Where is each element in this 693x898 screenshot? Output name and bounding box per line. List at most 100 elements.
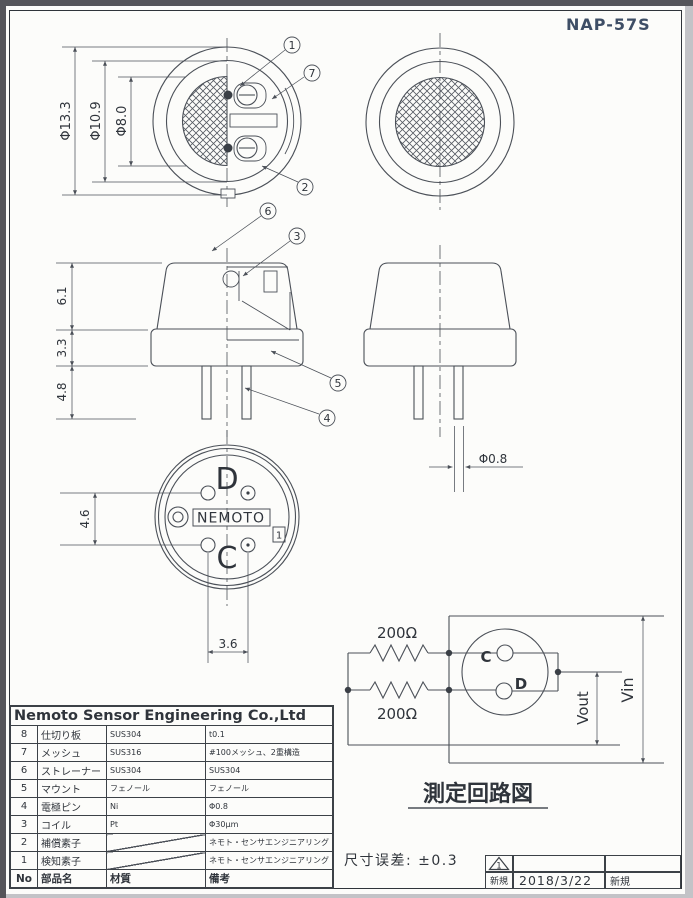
callout-3-balloon	[288, 227, 306, 245]
resistor-bottom-label: 200Ω	[377, 705, 417, 723]
part-material: フェノール	[106, 779, 206, 798]
part-no: 5	[9, 779, 38, 798]
part-material: SUS316	[106, 743, 206, 762]
part-no: 7	[9, 743, 38, 762]
dim-label-mesh-dia: Φ8.0	[115, 106, 130, 137]
dim-label-outer-dia: Φ13.3	[59, 101, 74, 140]
vin-label: Vin	[618, 677, 637, 702]
terminal-label-d: D	[215, 462, 238, 497]
part-number: NAP-57S	[566, 15, 651, 34]
callout-7-balloon	[303, 64, 321, 82]
junction-dot	[445, 686, 453, 694]
top-view-plain	[365, 33, 515, 210]
part-name: コイル	[37, 815, 107, 834]
part-name: 仕切り板	[37, 725, 107, 744]
table-row: Nemoto Sensor Engineering Co.,Ltd	[9, 705, 334, 726]
revision-date: 2018/3/22	[513, 872, 605, 889]
part-remarks: t0.1	[205, 725, 334, 744]
revision-triangle-icon: 1	[488, 856, 510, 871]
pin-hole	[200, 485, 216, 501]
part-remarks: Φ30μm	[205, 815, 334, 834]
header-remarks: 備考	[205, 869, 334, 889]
resistor-top	[369, 643, 429, 663]
callout-2-label: 2	[302, 181, 309, 194]
revision-status: 新規	[485, 872, 513, 889]
part-no: 2	[9, 833, 38, 852]
table-row: 2 補償素子 ネモト・センサエンジニアリング	[9, 833, 334, 852]
circuit-caption: 測定回路図	[423, 781, 533, 807]
divider-plate	[229, 113, 278, 128]
index-mark: 1	[276, 531, 282, 542]
part-name: メッシュ	[37, 743, 107, 762]
header-name: 部品名	[37, 869, 107, 889]
side-view-plain	[363, 245, 517, 437]
table-header-row: No 部品名 材質 備考	[9, 869, 334, 889]
callout-1-balloon	[283, 36, 301, 54]
tolerance-note: 尺寸误差: ±0.3	[344, 853, 459, 869]
side-view-sectioned	[150, 248, 304, 437]
junction-dot	[445, 649, 453, 657]
title-block-empty-cell	[513, 855, 605, 872]
part-no: 1	[9, 851, 38, 870]
title-block-empty-cell	[605, 855, 681, 872]
pin-hole	[240, 485, 256, 501]
revision-cell: 1	[485, 855, 513, 872]
table-row: 3 コイル Pt Φ30μm	[9, 815, 334, 834]
dim-label-mid-dia: Φ10.9	[89, 101, 104, 140]
electrode-pin	[201, 365, 212, 420]
callout-2-balloon	[296, 178, 314, 196]
part-no: 3	[9, 815, 38, 834]
table-row: 8 仕切り板 SUS304 t0.1	[9, 725, 334, 744]
dim-label-base-height: 3.3	[55, 338, 69, 357]
dim-label-cap-height: 6.1	[55, 286, 69, 305]
scan-edge-top	[0, 0, 693, 6]
junction-dot	[344, 686, 352, 694]
resistor-top-label: 200Ω	[377, 624, 417, 642]
junction-dot	[554, 668, 562, 676]
callout-balloons: 1 7 2 6 3 5 4	[211, 36, 347, 427]
electrode-pin	[413, 365, 424, 420]
brand-mark: NEMOTO	[197, 511, 265, 527]
part-no: 6	[9, 761, 38, 780]
part-material-slash	[106, 833, 206, 852]
sensor-pin-c	[496, 644, 514, 662]
terminal-dot	[223, 90, 233, 100]
measurement-circuit: 200Ω 200Ω C D Vout Vin 測定回路図	[344, 615, 664, 809]
terminal-dot	[223, 143, 233, 153]
part-remarks: フェノール	[205, 779, 334, 798]
part-remarks: #100メッシュ、2重構造	[205, 743, 334, 762]
sensor-bead	[222, 270, 240, 288]
table-row: 7 メッシュ SUS316 #100メッシュ、2重構造	[9, 743, 334, 762]
table-row: 4 電極ピン Ni Φ0.8	[9, 797, 334, 816]
part-name: 電極ピン	[37, 797, 107, 816]
callout-3-label: 3	[294, 230, 301, 243]
callout-6-balloon	[259, 202, 277, 220]
bottom-view-dimensions: 4.6 3.6	[60, 492, 249, 663]
part-remarks: SUS304	[205, 761, 334, 780]
part-material: Ni	[106, 797, 206, 816]
part-no: 8	[9, 725, 38, 744]
part-material: SUS304	[106, 725, 206, 744]
circuit-terminal-d-label: D	[515, 675, 527, 693]
part-name: 補償素子	[37, 833, 107, 852]
mesh-section-hatch	[181, 75, 228, 167]
top-view-sectioned	[152, 38, 302, 207]
part-name: 検知素子	[37, 851, 107, 870]
table-row: 1 検知素子 ネモト・センサエンジニアリング	[9, 851, 334, 870]
callout-4-label: 4	[324, 412, 331, 425]
internal-section-detail	[222, 266, 299, 341]
part-remarks: ネモト・センサエンジニアリング	[205, 851, 334, 870]
company-name: Nemoto Sensor Engineering Co.,Ltd	[9, 705, 334, 726]
electrode-pin	[241, 365, 252, 420]
title-block: 1 新規 2018/3/22 新規	[485, 855, 681, 889]
dim-label-pin-dia: Φ0.8	[479, 452, 508, 466]
part-remarks: Φ0.8	[205, 797, 334, 816]
drawing-border-frame	[9, 10, 682, 889]
part-no: 4	[9, 797, 38, 816]
dim-label-hole-span-h: 3.6	[218, 637, 237, 651]
mesh-hatch	[394, 76, 486, 168]
parts-table: Nemoto Sensor Engineering Co.,Ltd 8 仕切り板…	[9, 705, 335, 889]
callout-4-balloon	[318, 409, 336, 427]
